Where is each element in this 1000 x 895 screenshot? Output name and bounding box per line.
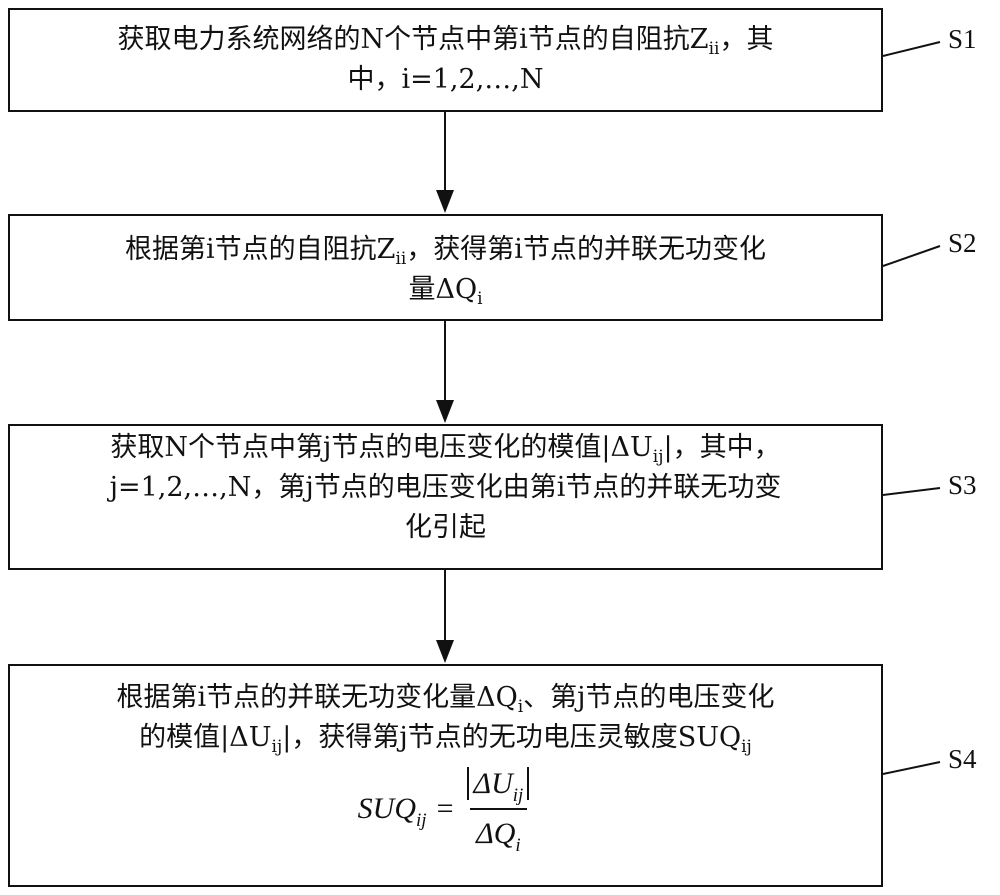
step-s3-line3: 化引起: [405, 512, 486, 543]
formula-fraction: ΔUij ΔQi: [463, 764, 533, 855]
leader-s3: [882, 487, 941, 496]
formula-denominator: ΔQi: [470, 808, 527, 855]
step-box-s4: 根据第i节点的并联无功变化量ΔQi、第j节点的电压变化 的模值|ΔUij|，获得…: [8, 664, 883, 887]
leader-s1: [882, 41, 941, 57]
arrowhead-s3-s4: [436, 640, 454, 663]
arrowhead-s1-s2: [436, 190, 454, 213]
step-s2-line2: 量ΔQi: [408, 274, 483, 309]
step-s2-line1: 根据第i节点的自阻抗Zii，获得第i节点的并联无功变化: [125, 234, 766, 269]
formula-lhs: SUQij: [357, 792, 427, 831]
formula-equals: =: [436, 792, 454, 825]
formula-numerator: ΔUij: [463, 764, 533, 808]
step-box-s3: 获取N个节点中第j节点的电压变化的模值|ΔUij|，其中， j=1,2,…,N，…: [8, 424, 883, 570]
sensitivity-formula: SUQij = ΔUij ΔQi: [357, 764, 534, 855]
step-label-s1: S1: [948, 24, 977, 54]
leader-s4: [882, 761, 941, 775]
step-s4-line1: 根据第i节点的并联无功变化量ΔQi、第j节点的电压变化: [116, 682, 775, 717]
step-box-s2: 根据第i节点的自阻抗Zii，获得第i节点的并联无功变化 量ΔQi: [8, 214, 883, 321]
leader-s2: [882, 245, 941, 267]
step-s4-line2: 的模值|ΔUij|，获得第j节点的无功电压灵敏度SUQij: [139, 722, 752, 757]
step-label-s3: S3: [948, 470, 977, 500]
step-label-s4: S4: [948, 744, 977, 774]
step-s3-line1: 获取N个节点中第j节点的电压变化的模值|ΔUij|，其中，: [110, 432, 781, 467]
step-box-s1: 获取电力系统网络的N个节点中第i节点的自阻抗Zii，其 中，i=1,2,…,N: [8, 8, 883, 112]
step-s3-line2: j=1,2,…,N，第j节点的电压变化由第i节点的并联无功变: [109, 472, 782, 503]
step-s1-line1: 获取电力系统网络的N个节点中第i节点的自阻抗Zii，其: [117, 24, 774, 59]
step-s1-line2: 中，i=1,2,…,N: [347, 64, 544, 95]
arrowhead-s2-s3: [436, 400, 454, 423]
step-label-s2: S2: [948, 228, 977, 258]
